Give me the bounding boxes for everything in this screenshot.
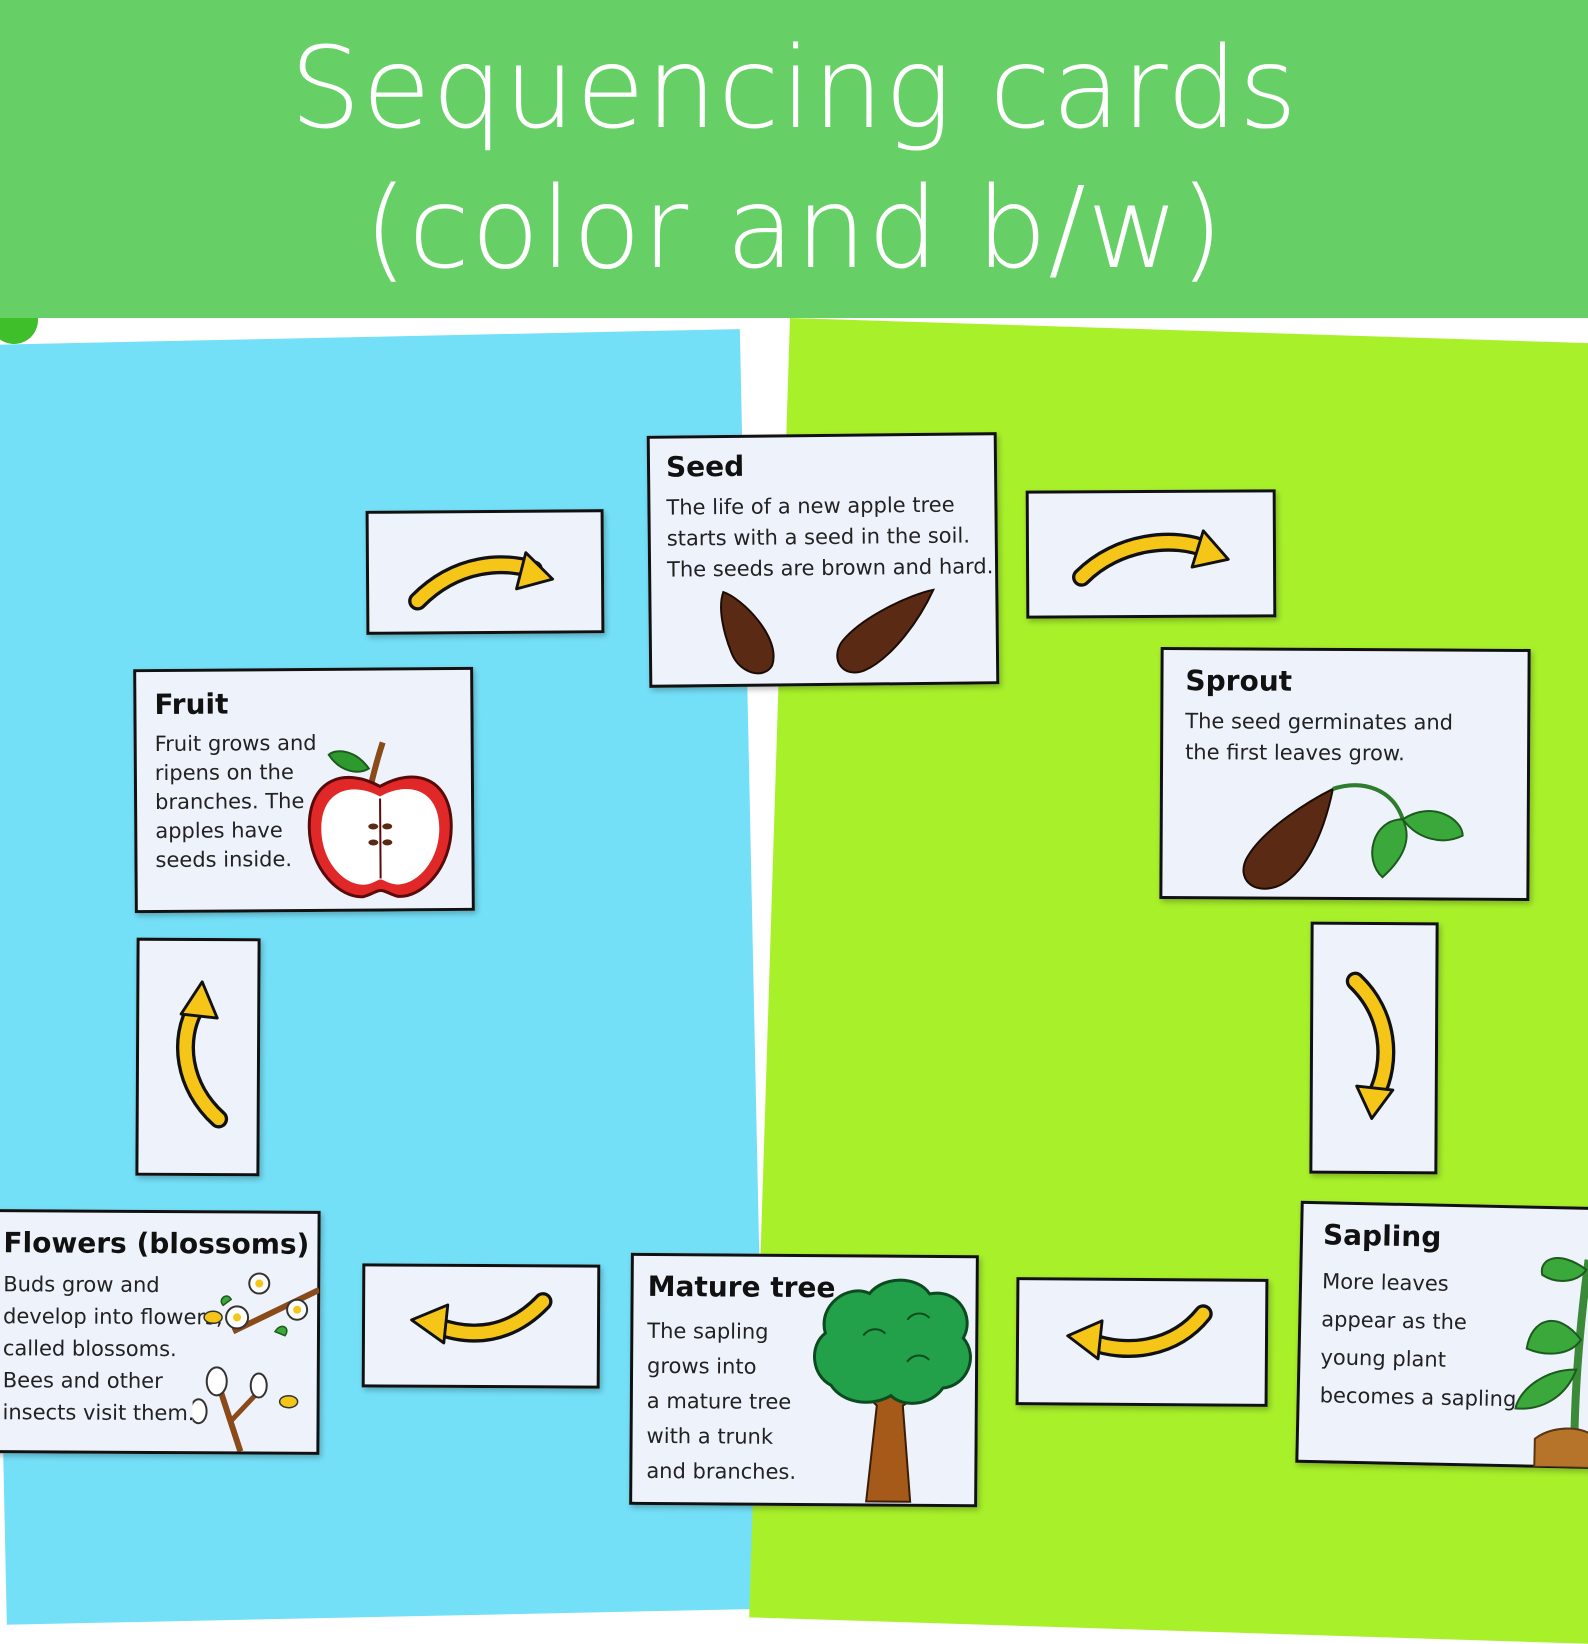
sprout-card-description: The seed germinates and the first leaves… xyxy=(1185,709,1454,766)
fruit-card-title: Fruit xyxy=(154,687,229,722)
seed-card-description: The life of a new apple tree starts with… xyxy=(666,492,994,582)
flowers-card-title: Flowers (blossoms) xyxy=(3,1226,310,1261)
arrow-card-to-fruit xyxy=(135,937,261,1177)
arrow-card-to-flowers xyxy=(361,1263,601,1389)
sapling-icon xyxy=(1514,1257,1588,1469)
tree-icon xyxy=(813,1278,972,1503)
marker-cap xyxy=(0,318,38,344)
fruit-card-description: Fruit grows and ripens on the branches. … xyxy=(154,730,317,873)
seed-icon xyxy=(720,588,936,675)
curved-arrow-icon xyxy=(1066,1304,1213,1361)
sapling-card-title: Sapling xyxy=(1322,1218,1442,1254)
curved-arrow-icon xyxy=(1345,971,1396,1120)
fruit-card: Fruit Fruit grows and ripens on the bran… xyxy=(133,666,475,914)
flowers-card: Flowers (blossoms) Buds grow and develop… xyxy=(0,1209,321,1455)
sprout-card: Sprout The seed germinates and the first… xyxy=(1159,647,1531,901)
blossom-icon xyxy=(192,1272,320,1452)
sprout-card-title: Sprout xyxy=(1185,664,1293,698)
banner-title-line-1: Sequencing cards xyxy=(289,24,1299,154)
apple-icon xyxy=(307,741,453,899)
arrow-card-to-sapling xyxy=(1309,921,1439,1175)
curved-arrow-icon xyxy=(410,1292,553,1345)
curved-arrow-icon xyxy=(176,980,229,1129)
arrow-card-to-sprout xyxy=(1025,489,1277,619)
seed-card-title: Seed xyxy=(665,449,745,484)
arrow-card-to-mature-tree xyxy=(1015,1277,1269,1407)
arrow-card-to-seed xyxy=(365,509,605,635)
sprout-icon xyxy=(1242,783,1464,890)
curved-arrow-icon xyxy=(1072,529,1230,587)
title-banner: Sequencing cards (color and b/w) xyxy=(0,0,1588,318)
seed-card: Seed The life of a new apple tree starts… xyxy=(646,432,1000,688)
flowers-card-description: Buds grow and develop into flowers, call… xyxy=(2,1272,223,1426)
mature-tree-card: Mature tree The sapling grows into a mat… xyxy=(629,1252,979,1508)
banner-title-line-2: (color and b/w) xyxy=(363,164,1225,294)
mature-tree-card-description: The sapling grows into a mature tree wit… xyxy=(646,1318,797,1484)
sapling-card: Sapling More leaves appear as the young … xyxy=(1295,1200,1588,1470)
curved-arrow-icon xyxy=(408,551,555,611)
